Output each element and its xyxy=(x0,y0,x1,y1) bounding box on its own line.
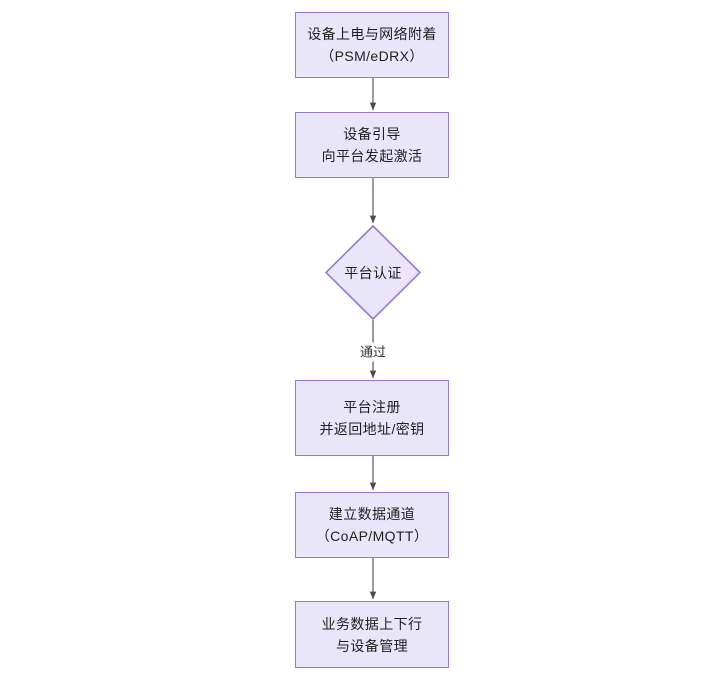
node-label: 建立数据通道 （CoAP/MQTT） xyxy=(315,506,429,544)
node-label: 设备引导 向平台发起激活 xyxy=(321,126,423,164)
node-label: 设备上电与网络附着 （PSM/eDRX） xyxy=(307,26,437,64)
node-data-channel[interactable]: 建立数据通道 （CoAP/MQTT） xyxy=(295,492,449,558)
node-label: 平台认证 xyxy=(344,264,402,281)
node-label: 业务数据上下行 与设备管理 xyxy=(321,615,423,654)
node-device-bootstrap[interactable]: 设备引导 向平台发起激活 xyxy=(295,112,449,178)
edge-label-pass: 通过 xyxy=(356,342,390,362)
node-platform-auth[interactable]: 平台认证 xyxy=(325,225,421,320)
node-label: 平台注册 并返回地址/密钥 xyxy=(319,399,425,437)
node-platform-register[interactable]: 平台注册 并返回地址/密钥 xyxy=(295,380,449,456)
diamond-shape xyxy=(325,225,421,320)
node-business-data[interactable]: 业务数据上下行 与设备管理 xyxy=(295,601,449,668)
node-device-power-on[interactable]: 设备上电与网络附着 （PSM/eDRX） xyxy=(295,12,449,78)
